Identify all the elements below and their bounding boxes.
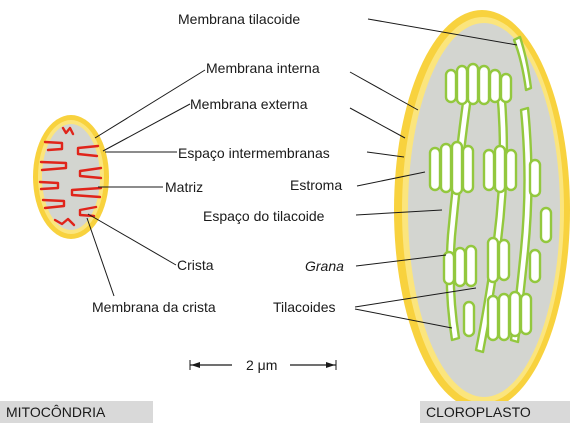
labels: Membrana tilacoide Membrana interna Memb… <box>92 11 344 315</box>
thylakoid-disc <box>501 74 511 102</box>
scale-bar-label: 2 μm <box>246 357 277 373</box>
thylakoid-disc <box>441 144 451 192</box>
scale-bar: 2 μm <box>190 357 336 373</box>
thylakoid-disc <box>499 240 509 280</box>
thylakoid-disc <box>455 248 465 286</box>
thylakoid-disc <box>444 252 454 284</box>
chloroplast-tag: CLOROPLASTO <box>420 401 570 423</box>
leader-crista <box>88 214 176 265</box>
granum-mid-left <box>430 142 473 194</box>
thylakoid-disc <box>521 294 531 334</box>
label-grana: Grana <box>305 258 344 274</box>
label-espaco-intermembranas: Espaço intermembranas <box>178 145 330 161</box>
thylakoid-disc <box>479 66 489 104</box>
label-membrana-tilacoide: Membrana tilacoide <box>178 11 300 27</box>
leader-membrana-crista <box>87 218 114 296</box>
label-membrana-crista: Membrana da crista <box>92 299 216 315</box>
scale-bar-right-arrow <box>326 362 335 368</box>
label-estroma: Estroma <box>290 177 342 193</box>
label-tilacoides: Tilacoides <box>273 299 336 315</box>
thylakoid-disc <box>506 150 516 190</box>
thylakoid-disc <box>452 142 462 194</box>
thylakoid-disc <box>446 70 456 102</box>
thylakoid-disc <box>457 66 467 104</box>
thylakoid-disc <box>466 246 476 286</box>
thylakoid-disc <box>541 208 551 242</box>
thylakoid-disc <box>488 296 498 340</box>
thylakoid-disc <box>530 250 540 282</box>
label-membrana-interna: Membrana interna <box>206 60 320 76</box>
label-espaco-tilacoide: Espaço do tilacoide <box>203 208 325 224</box>
thylakoid-disc <box>510 292 520 336</box>
thylakoid-disc <box>463 146 473 192</box>
thylakoid-disc <box>484 150 494 190</box>
label-matriz: Matriz <box>165 179 203 195</box>
thylakoid-disc <box>468 64 478 104</box>
label-crista: Crista <box>177 257 214 273</box>
mitochondrion <box>33 115 109 239</box>
leader-membrana-interna-mito <box>95 70 205 138</box>
thylakoid-disc <box>464 302 474 336</box>
leader-membrana-externa-mito <box>103 104 190 151</box>
thylakoid-disc <box>499 294 509 340</box>
granum-mid-center <box>484 146 516 192</box>
leader-membrana-interna-chloro <box>350 72 418 110</box>
label-membrana-externa: Membrana externa <box>190 96 308 112</box>
leader-membrana-externa-chloro <box>350 108 405 138</box>
chloroplast <box>394 10 570 410</box>
thylakoid-disc <box>488 238 498 282</box>
scale-bar-left-arrow <box>191 362 200 368</box>
thylakoid-disc <box>530 160 540 196</box>
thylakoid-disc <box>430 148 440 190</box>
mitochondrion-tag: MITOCÔNDRIA <box>0 401 153 423</box>
thylakoid-disc <box>495 146 505 192</box>
thylakoid-disc <box>490 70 500 102</box>
